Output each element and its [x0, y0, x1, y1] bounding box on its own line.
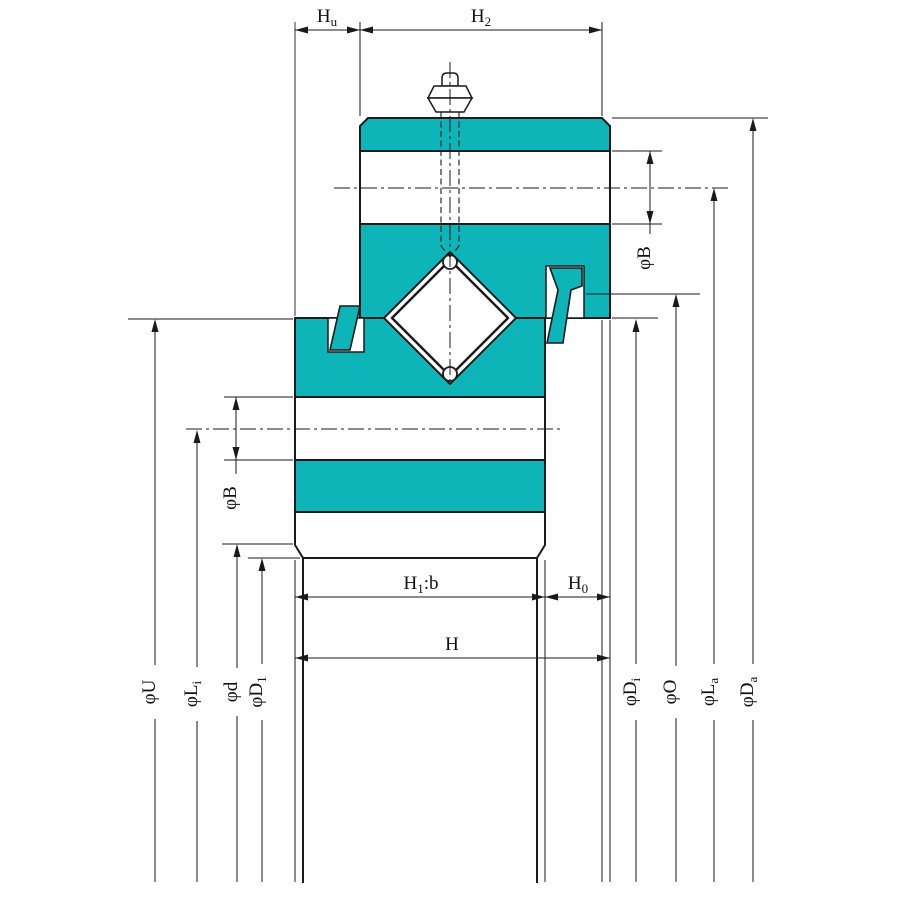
arrow-h1b-left [295, 593, 308, 601]
dim-label-h0: H0 [568, 573, 588, 596]
inner-ring [294, 317, 546, 883]
dim-label-phi-d1: φD1 [246, 676, 269, 707]
arrow-h0-left [545, 593, 558, 601]
arrow-hu-right [347, 26, 360, 34]
arrow-phib-outer-down [646, 211, 654, 224]
arrow-h0-right [597, 593, 610, 601]
arrow-phi-u [151, 319, 159, 332]
dim-phi-d: φd [221, 543, 293, 882]
arrow-h2-left [360, 26, 373, 34]
dim-top-widths: Hu H2 [294, 6, 603, 316]
dim-phi-d1: φD1 [246, 557, 300, 882]
label-mask [641, 234, 659, 282]
grease-nipple-cap [441, 72, 459, 87]
dim-phi-d-a: φDa [612, 117, 768, 882]
label-mask [188, 667, 206, 721]
dim-label-phi-u: φU [139, 679, 160, 704]
seal-right [545, 265, 585, 344]
seal-left [327, 305, 365, 353]
arrow-phib-outer-up [646, 151, 654, 164]
dim-phi-o: φO [586, 293, 700, 882]
arrow-h-left [295, 654, 308, 662]
label-mask [227, 474, 245, 522]
arrow-phi-d-a [749, 118, 757, 131]
seal-left-tab [328, 305, 362, 351]
label-mask [253, 664, 271, 720]
dim-label-phi-l-a: φLa [698, 678, 721, 707]
dim-phi-l-a: φLa [698, 188, 723, 882]
dim-phi-u: φU [128, 318, 293, 882]
inner-ring-body-lower [294, 459, 546, 513]
dim-label-h: H [445, 634, 459, 655]
dim-label-phi-d-i: φDi [620, 677, 643, 706]
arrow-hu-left [295, 26, 308, 34]
arrow-phi-d-i [632, 319, 640, 332]
dim-phi-b-outer: φB [612, 150, 662, 282]
label-mask [627, 664, 645, 720]
arrow-phi-d1 [258, 558, 266, 571]
arrow-phi-d [233, 544, 241, 557]
arrow-phi-o [672, 294, 680, 307]
arrow-phi-l-a [710, 188, 718, 201]
grease-passage-tip-right [449, 245, 460, 258]
arrow-phi-l-i [193, 430, 201, 443]
label-mask [705, 664, 723, 720]
arrow-h1b-right [532, 593, 545, 601]
dim-axial-widths: H1:b H0 H [295, 573, 610, 662]
outer-ring-top-flange [359, 117, 611, 152]
dim-label-phi-d: φd [221, 681, 242, 702]
label-mask [228, 668, 246, 716]
arrow-phib-inner-down [232, 447, 240, 460]
label-mask [744, 664, 762, 720]
seal-right-tab [546, 267, 583, 344]
arrow-h-right [597, 654, 610, 662]
centerlines [186, 62, 728, 430]
dim-label-phi-d-a: φDa [737, 677, 760, 708]
dim-label-h1b: H1:b [403, 573, 438, 596]
dim-phi-l-i: φLi [181, 430, 206, 882]
arrow-phib-inner-up [232, 397, 240, 410]
inner-ring-bottom-outline [294, 511, 546, 559]
dim-phi-b-inner: φB [220, 396, 293, 522]
dim-label-hu: Hu [317, 6, 338, 29]
dim-label-phi-o: φO [660, 680, 681, 705]
label-mask [146, 665, 164, 719]
arrow-h2-right [589, 26, 602, 34]
dim-label-phib-inner: φB [220, 486, 241, 510]
label-mask [667, 666, 685, 718]
dim-label-phib-outer: φB [634, 246, 655, 270]
dim-phi-d-i: φDi [612, 317, 658, 882]
extension-lines [294, 320, 611, 882]
dim-label-phi-l-i: φLi [181, 681, 204, 708]
grease-passage-tip-left [440, 245, 451, 258]
dim-label-h2: H2 [471, 6, 491, 29]
